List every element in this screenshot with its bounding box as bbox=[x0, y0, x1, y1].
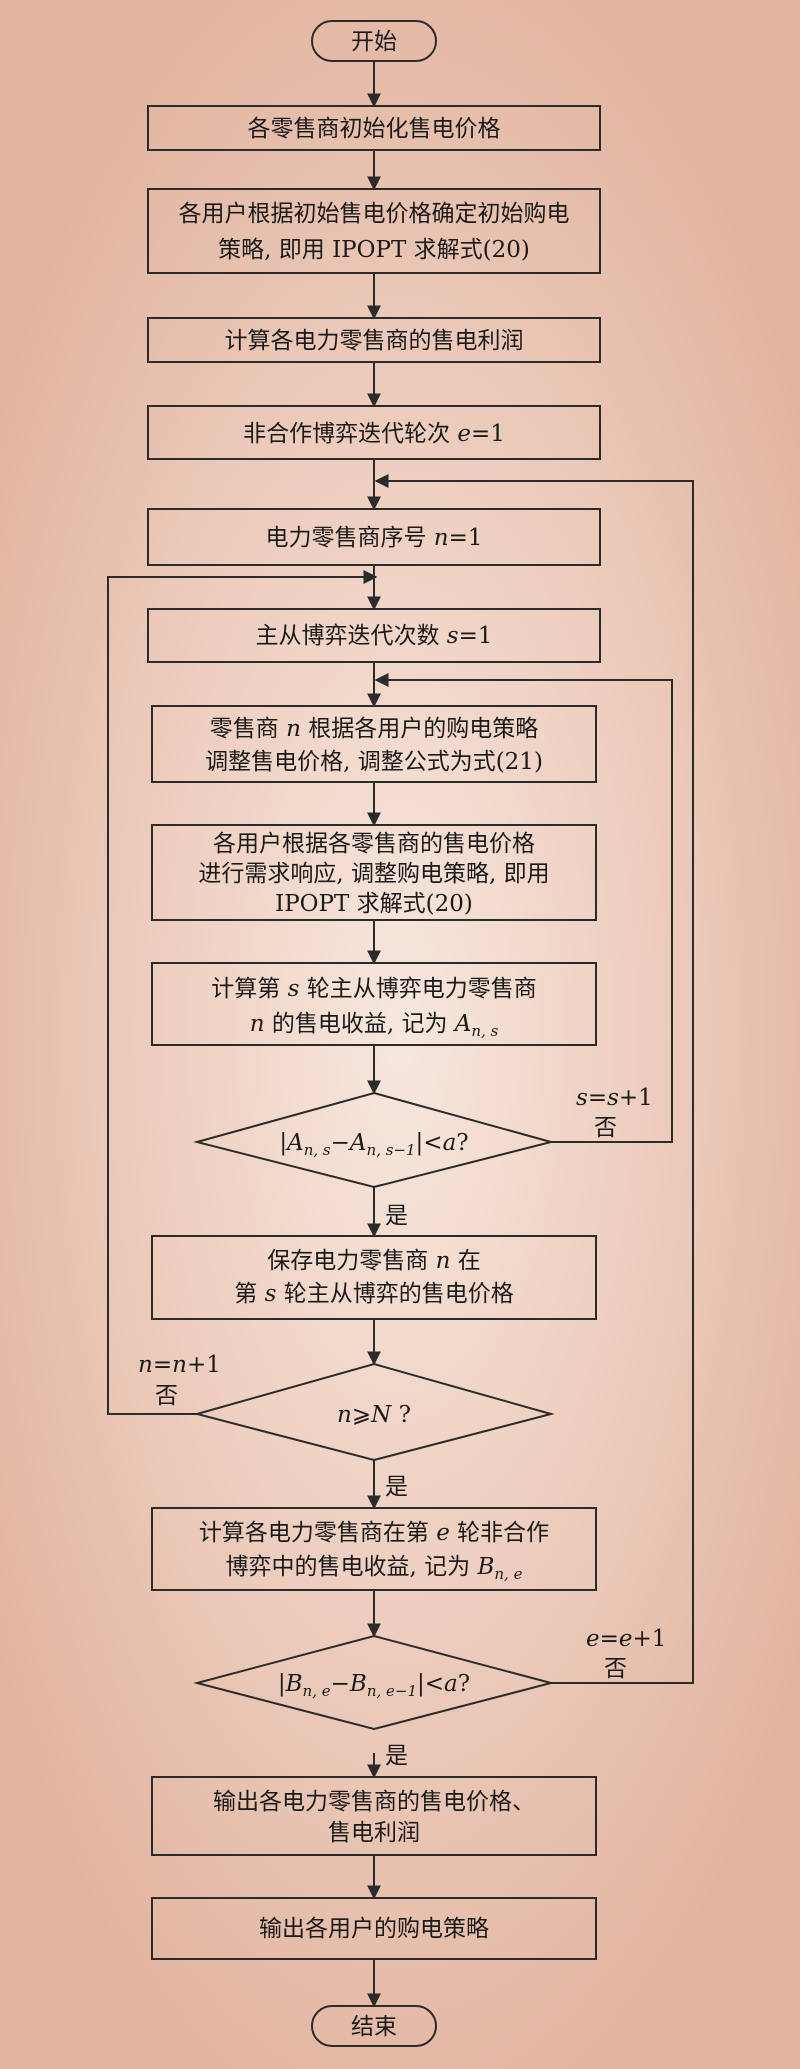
svg-text:n=n+1: n=n+1 bbox=[138, 1352, 221, 1378]
svg-text:博弈中的售电收益, 记为 Bn, e: 博弈中的售电收益, 记为 Bn, e bbox=[226, 1554, 523, 1583]
decision-e-converged: |Bn, e−Bn, e−1|<a? bbox=[193, 1634, 555, 1731]
start-terminal: 开始 bbox=[311, 20, 437, 62]
label-no-1: 否 bbox=[594, 1115, 617, 1141]
svg-text:主从博弈迭代次数 s=1: 主从博弈迭代次数 s=1 bbox=[255, 623, 492, 649]
svg-text:各零售商初始化售电价格: 各零售商初始化售电价格 bbox=[248, 116, 501, 142]
start-label: 开始 bbox=[351, 29, 397, 55]
step-save-price: 保存电力零售商 n 在 第 s 轮主从博弈的售电价格 bbox=[151, 1235, 597, 1320]
svg-text:非合作博弈迭代轮次 e=1: 非合作博弈迭代轮次 e=1 bbox=[243, 421, 505, 447]
end-terminal: 结束 bbox=[311, 2005, 437, 2047]
svg-text:策略, 即用 IPOPT 求解式(20): 策略, 即用 IPOPT 求解式(20) bbox=[218, 237, 530, 263]
decision-s-converged: |An, s−An, s−1|<a? bbox=[193, 1091, 555, 1189]
step-retailer-adjust-price: 零售商 n 根据各用户的购电策略 调整售电价格, 调整公式为式(21) bbox=[151, 705, 597, 783]
step-init-e: 非合作博弈迭代轮次 e=1 bbox=[147, 405, 601, 460]
svg-text:售电利润: 售电利润 bbox=[328, 1820, 420, 1846]
svg-text:计算各电力零售商的售电利润: 计算各电力零售商的售电利润 bbox=[225, 328, 524, 354]
decision-n-complete: n⩾N ? bbox=[193, 1362, 555, 1462]
label-no-3: 否 bbox=[604, 1656, 627, 1682]
svg-text:电力零售商序号 n=1: 电力零售商序号 n=1 bbox=[265, 525, 482, 551]
svg-text:输出各用户的购电策略: 输出各用户的购电策略 bbox=[259, 1916, 489, 1942]
svg-text:各用户根据初始售电价格确定初始购电: 各用户根据初始售电价格确定初始购电 bbox=[179, 201, 570, 227]
svg-text:计算各电力零售商在第 e 轮非合作: 计算各电力零售商在第 e 轮非合作 bbox=[199, 1520, 549, 1546]
connectors bbox=[107, 61, 694, 2008]
svg-text:各用户根据各零售商的售电价格: 各用户根据各零售商的售电价格 bbox=[213, 831, 535, 857]
svg-text:进行需求响应, 调整购电策略, 即用: 进行需求响应, 调整购电策略, 即用 bbox=[198, 861, 549, 887]
label-yes-1: 是 bbox=[385, 1203, 408, 1229]
svg-text:IPOPT 求解式(20): IPOPT 求解式(20) bbox=[275, 891, 473, 917]
label-s-increment: s=s+1 否 bbox=[576, 1085, 653, 1141]
step-calc-revenue-s: 计算第 s 轮主从博弈电力零售商 n 的售电收益, 记为 An, s bbox=[151, 962, 597, 1046]
step-user-initial-strategy: 各用户根据初始售电价格确定初始购电 策略, 即用 IPOPT 求解式(20) bbox=[147, 188, 601, 274]
svg-text:|Bn, e−Bn, e−1|<a?: |Bn, e−Bn, e−1|<a? bbox=[278, 1671, 470, 1700]
label-yes-2: 是 bbox=[385, 1474, 408, 1500]
svg-text:n⩾N ?: n⩾N ? bbox=[337, 1402, 411, 1428]
svg-text:s=s+1: s=s+1 bbox=[576, 1085, 653, 1111]
svg-text:第 s 轮主从博弈的售电价格: 第 s 轮主从博弈的售电价格 bbox=[234, 1281, 513, 1307]
step-calc-profit: 计算各电力零售商的售电利润 bbox=[147, 317, 601, 363]
svg-text:e=e+1: e=e+1 bbox=[586, 1626, 666, 1652]
svg-text:零售商 n 根据各用户的购电策略: 零售商 n 根据各用户的购电策略 bbox=[210, 716, 538, 742]
svg-text:n 的售电收益, 记为 An, s: n 的售电收益, 记为 An, s bbox=[250, 1011, 499, 1040]
svg-text:输出各电力零售商的售电价格、: 输出各电力零售商的售电价格、 bbox=[213, 1789, 535, 1815]
step-output-users: 输出各用户的购电策略 bbox=[151, 1897, 597, 1960]
step-init-n: 电力零售商序号 n=1 bbox=[147, 508, 601, 566]
svg-text:保存电力零售商 n 在: 保存电力零售商 n 在 bbox=[267, 1248, 480, 1274]
label-e-increment: e=e+1 否 bbox=[586, 1626, 666, 1682]
svg-text:计算第 s 轮主从博弈电力零售商: 计算第 s 轮主从博弈电力零售商 bbox=[211, 976, 536, 1002]
label-no-2: 否 bbox=[155, 1383, 178, 1409]
svg-text:|An, s−An, s−1|<a?: |An, s−An, s−1|<a? bbox=[279, 1130, 468, 1159]
end-label: 结束 bbox=[351, 2014, 397, 2040]
label-yes-3: 是 bbox=[385, 1743, 408, 1769]
svg-text:调整售电价格, 调整公式为式(21): 调整售电价格, 调整公式为式(21) bbox=[205, 749, 543, 775]
step-init-price: 各零售商初始化售电价格 bbox=[147, 105, 601, 151]
step-output-prices: 输出各电力零售商的售电价格、 售电利润 bbox=[151, 1776, 597, 1856]
label-n-increment: n=n+1 否 bbox=[138, 1352, 221, 1409]
step-init-s: 主从博弈迭代次数 s=1 bbox=[147, 608, 601, 663]
step-noncoop-revenue: 计算各电力零售商在第 e 轮非合作 博弈中的售电收益, 记为 Bn, e bbox=[151, 1507, 597, 1591]
step-user-demand-response: 各用户根据各零售商的售电价格 进行需求响应, 调整购电策略, 即用 IPOPT … bbox=[151, 824, 597, 921]
